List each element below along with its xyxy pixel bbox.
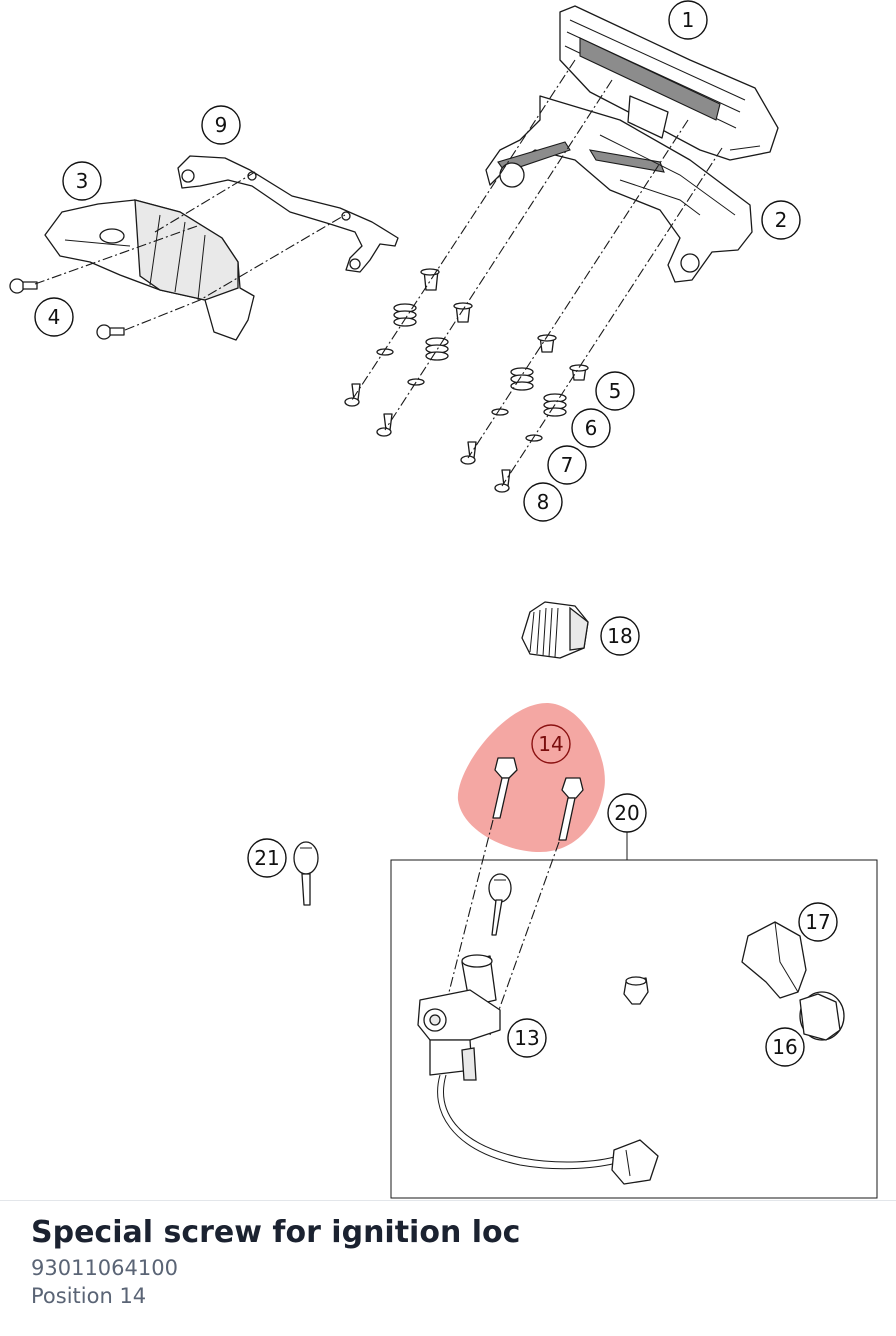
callout-1[interactable]: 1: [668, 0, 708, 40]
svg-text:2: 2: [775, 208, 788, 232]
part-screws-4[interactable]: [9, 278, 125, 340]
part-position: Position 14: [31, 1284, 147, 1308]
selected-part-highlight[interactable]: [457, 702, 605, 852]
svg-text:3: 3: [76, 169, 89, 193]
callout-3[interactable]: 3: [62, 161, 102, 201]
svg-text:21: 21: [254, 846, 279, 870]
callout-9[interactable]: 9: [201, 105, 241, 145]
part-connector-18[interactable]: [521, 601, 589, 659]
callout-7[interactable]: 7: [547, 445, 587, 485]
part-special-screws-14[interactable]: [492, 757, 584, 841]
svg-text:7: 7: [561, 453, 574, 477]
exploded-parts-diagram: 1 2 3 4 5 6 7 8 9 13 14 16 17 18 20 21: [9, 0, 878, 1199]
part-small-grommet[interactable]: [623, 976, 649, 1005]
callout-16[interactable]: 16: [765, 1027, 805, 1067]
part-title: Special screw for ignition loc: [31, 1215, 521, 1250]
part-key-inside[interactable]: [488, 873, 512, 936]
callout-17[interactable]: 17: [798, 902, 838, 942]
svg-text:8: 8: [537, 490, 550, 514]
svg-text:17: 17: [805, 910, 830, 934]
callout-21[interactable]: 21: [247, 838, 287, 878]
svg-text:14: 14: [538, 732, 563, 756]
part-ring-16[interactable]: [799, 991, 845, 1041]
svg-text:13: 13: [514, 1026, 539, 1050]
ignition-lock-set-box: [390, 832, 878, 1199]
callout-8[interactable]: 8: [523, 482, 563, 522]
svg-text:16: 16: [772, 1035, 797, 1059]
svg-text:20: 20: [614, 801, 639, 825]
callout-5[interactable]: 5: [595, 371, 635, 411]
callout-18[interactable]: 18: [600, 616, 640, 656]
svg-text:9: 9: [215, 113, 228, 137]
callout-2[interactable]: 2: [761, 200, 801, 240]
callout-20[interactable]: 20: [607, 793, 647, 833]
svg-text:18: 18: [607, 624, 632, 648]
part-ignition-lock-13[interactable]: [417, 954, 659, 1185]
svg-text:5: 5: [609, 379, 622, 403]
svg-text:4: 4: [48, 305, 61, 329]
part-number: 93011064100: [31, 1256, 178, 1280]
callout-4[interactable]: 4: [34, 297, 74, 337]
svg-text:6: 6: [585, 416, 598, 440]
part-cover-17[interactable]: [741, 921, 807, 999]
part-info-panel: Special screw for ignition loc 930110641…: [0, 1200, 896, 1336]
part-key-21[interactable]: [293, 841, 319, 906]
callout-14[interactable]: 14: [531, 724, 571, 764]
part-dashboard-bracket[interactable]: [485, 95, 753, 283]
callout-13[interactable]: 13: [507, 1018, 547, 1058]
svg-text:1: 1: [682, 8, 695, 32]
callout-6[interactable]: 6: [571, 408, 611, 448]
part-cover-3[interactable]: [44, 199, 255, 341]
part-dashboard[interactable]: [559, 5, 779, 161]
